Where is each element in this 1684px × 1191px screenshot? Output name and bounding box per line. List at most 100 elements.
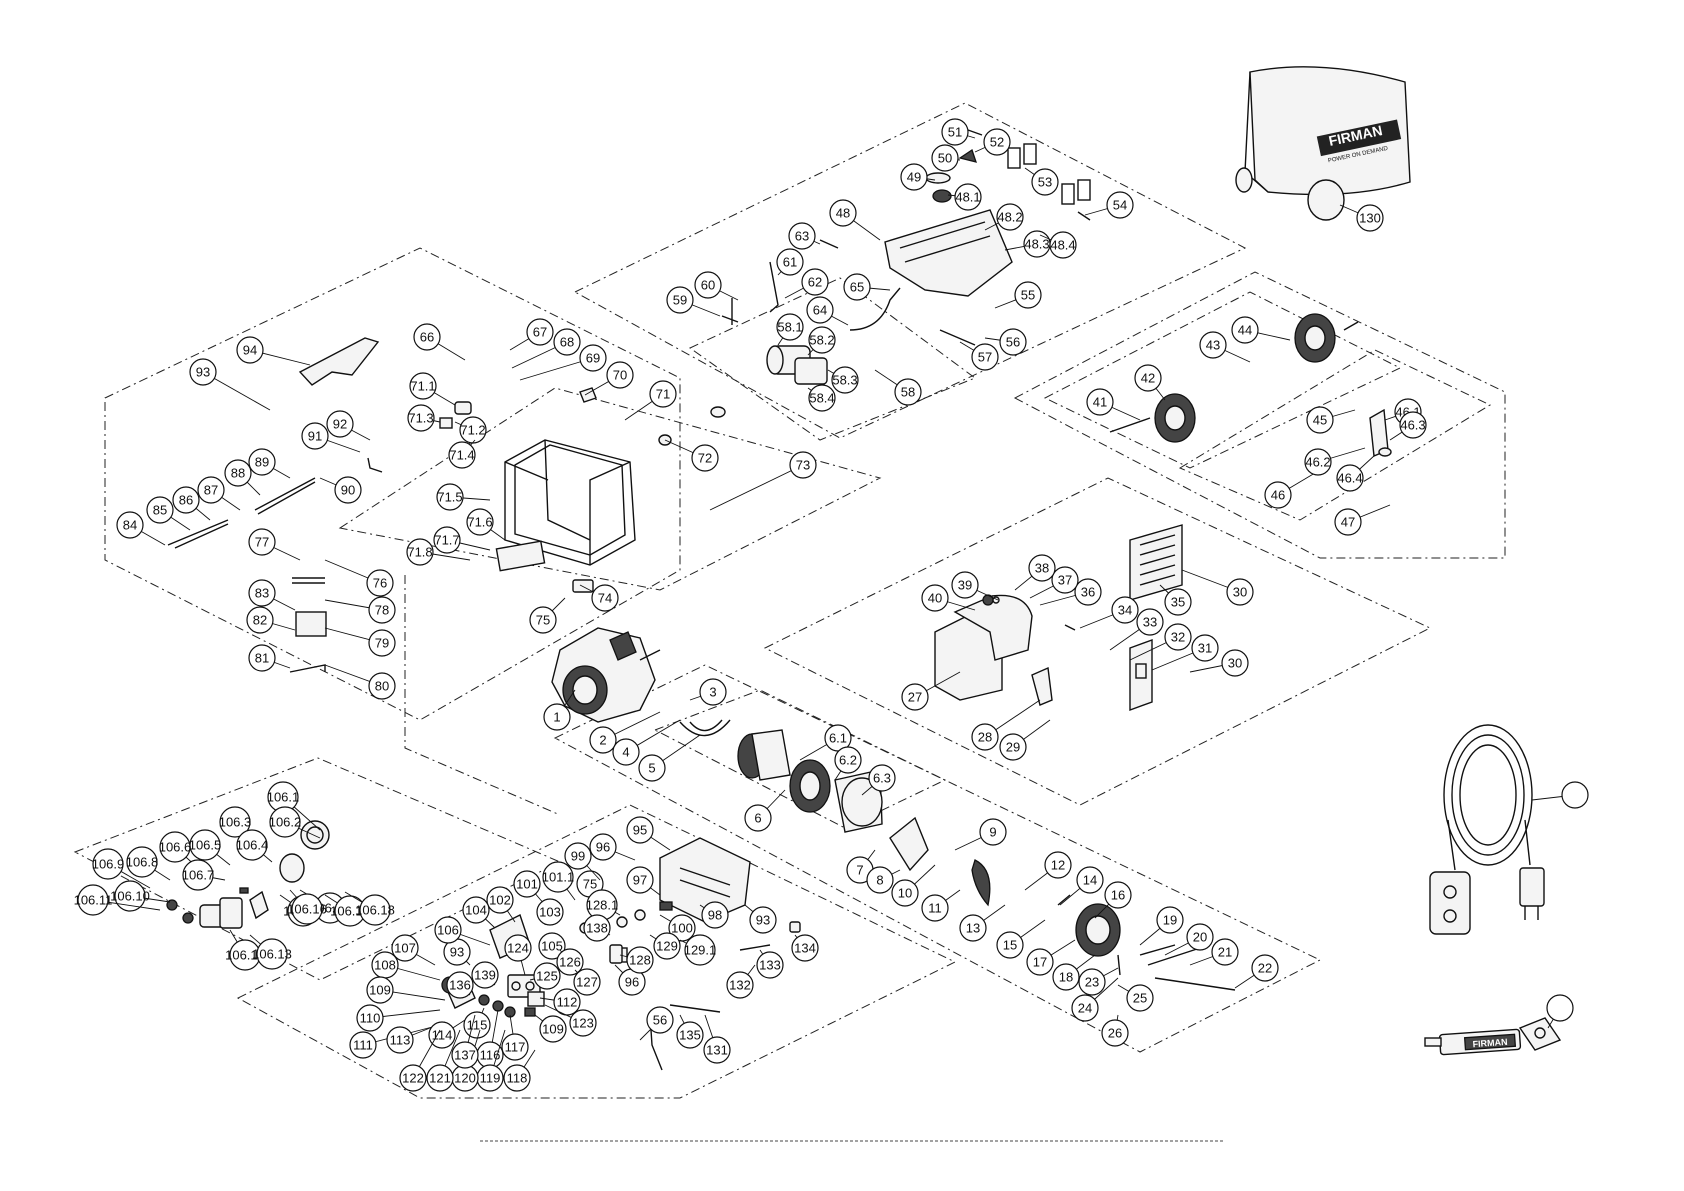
callout-c67: 67 (509, 318, 554, 351)
callout-circle (471, 961, 499, 989)
callout-number: 10 (898, 886, 912, 901)
callout-number: 109 (542, 1022, 564, 1037)
callout-c4: 4 (612, 719, 681, 766)
callout-circle (703, 1036, 731, 1064)
callout-number: 24 (1078, 1001, 1092, 1016)
callout-c58-4: 58.4 (807, 384, 836, 412)
callout-number: 58.2 (809, 333, 834, 348)
callout-c28: 28 (971, 699, 1041, 751)
callout-c86: 86 (172, 486, 211, 521)
callout-c116: 116 (476, 1009, 504, 1069)
callout-circle (891, 879, 919, 907)
callout-circle (866, 866, 894, 894)
callout-number: 86 (179, 493, 193, 508)
callout-number: 106.16 (287, 902, 327, 917)
callout-circle (776, 313, 804, 341)
callout-c118: 118 (503, 1049, 536, 1092)
callout-c105: 105 (538, 932, 566, 960)
callout-circle (979, 818, 1007, 846)
callout-c71-1: 71.1 (409, 372, 456, 406)
callout-c61: 61 (776, 248, 804, 276)
callout-c132: 132 (726, 964, 756, 999)
callout-circle (1051, 566, 1079, 594)
callout-c48-1: 48.1 (947, 183, 982, 211)
callout-c128-1: 128.1 (586, 889, 621, 921)
callout-number: 99 (571, 849, 585, 864)
callout-number: 119 (480, 1071, 501, 1086)
callout-number: 139 (474, 968, 496, 983)
callout-circle (996, 203, 1024, 231)
callout-circle (349, 1031, 377, 1059)
callout-number: 58.1 (777, 320, 802, 335)
callout-c77: 77 (248, 528, 301, 561)
key-illustration: FIRMAN (1424, 1017, 1562, 1056)
callout-c37: 37 (1029, 566, 1079, 599)
callout-circle (159, 831, 191, 863)
callout-number: 71.4 (449, 448, 474, 463)
callout-c122: 122 (399, 1029, 441, 1092)
callout-circle (1049, 231, 1077, 259)
callout-c129-1: 129.1 (679, 934, 716, 966)
callout-number: 125 (536, 969, 558, 984)
callout-circle (1226, 578, 1254, 606)
callout-c41: 41 (1086, 388, 1141, 421)
callout-number: 128.1 (586, 898, 619, 913)
callout-circle (1101, 1019, 1129, 1047)
callout-c24: 24 (1071, 977, 1119, 1022)
callout-c54: 54 (1084, 191, 1134, 219)
callout-number: 46.4 (1337, 471, 1362, 486)
callout-circle (999, 328, 1027, 356)
callout-c42: 42 (1134, 364, 1166, 401)
callout-circle (1106, 191, 1134, 219)
callout-circle (1071, 994, 1099, 1022)
callout-circle (462, 896, 490, 924)
frame-illustration (439, 387, 726, 593)
callout-number: 43 (1206, 338, 1220, 353)
callout-c15: 15 (996, 919, 1046, 959)
callout-number: 71.8 (407, 545, 432, 560)
callout-number: 114 (432, 1028, 453, 1043)
callout-c12: 12 (1024, 851, 1072, 891)
callout-c71-2: 71.2 (454, 416, 487, 444)
callout-number: 58.3 (832, 373, 857, 388)
callout-circle (801, 268, 829, 296)
callout-c13: 13 (959, 904, 1006, 942)
callout-circle (386, 1026, 414, 1054)
callout-c71-8: 71.8 (406, 538, 471, 566)
callout-c106-6: 106.6 (159, 831, 201, 871)
callout-c30b: 30 (1189, 649, 1249, 677)
callout-c109a: 109 (366, 976, 446, 1004)
callout-c124: 124 (504, 934, 532, 976)
handle-group (1178, 349, 1492, 521)
callout-number: 55 (1021, 288, 1035, 303)
callout-c74: 74 (579, 584, 619, 612)
callout-number: 72 (698, 451, 712, 466)
callout-c66: 66 (413, 323, 466, 361)
callout-c71-5: 71.5 (436, 483, 491, 511)
callout-circle (246, 606, 274, 634)
callout-c36: 36 (1039, 578, 1102, 606)
callout-circle (409, 372, 437, 400)
callout-c110: 110 (356, 1004, 441, 1032)
callout-c18: 18 (1052, 954, 1096, 991)
callout-circle (999, 733, 1027, 761)
callout-circle (433, 526, 461, 554)
callout-circle (368, 629, 396, 657)
callout-circle (612, 738, 640, 766)
callouts-layer: 1234566.16.26.37891011121314151617181920… (74, 118, 1589, 1092)
callout-circle (1264, 481, 1292, 509)
callout-circle (776, 248, 804, 276)
callout-c106-13: 106.13 (249, 934, 292, 970)
callout-number: 98 (708, 908, 722, 923)
callout-c125: 125 (529, 962, 561, 990)
callout-circle (406, 538, 434, 566)
callout-number: 35 (1171, 595, 1185, 610)
rotor-group (653, 689, 947, 829)
callout-circle (224, 459, 252, 487)
callout-number: 26 (1108, 1026, 1122, 1041)
callout-number: 71.5 (437, 490, 462, 505)
callout-number: 74 (598, 591, 612, 606)
callout-number: 115 (467, 1018, 488, 1033)
callout-circle (606, 361, 634, 389)
